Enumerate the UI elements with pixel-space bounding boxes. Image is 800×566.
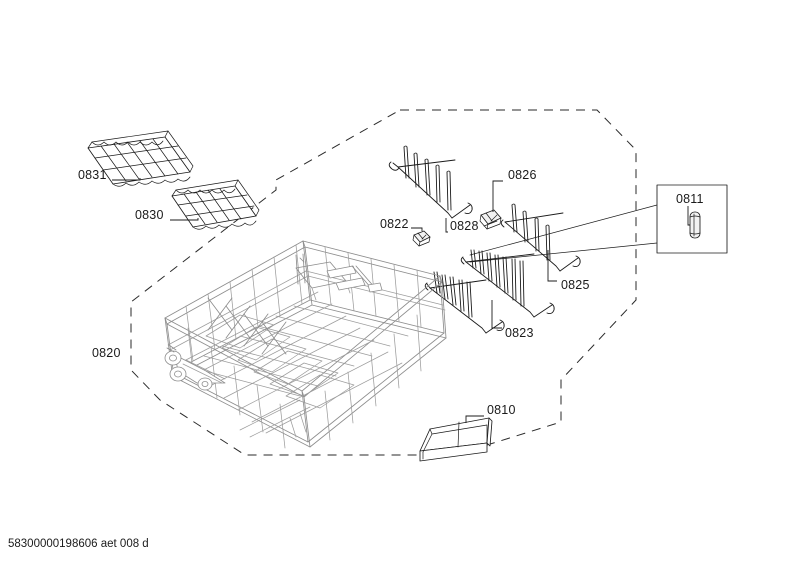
basket-roller-assembly bbox=[164, 344, 226, 391]
inset-callout-lines bbox=[469, 204, 658, 263]
leader-0831 bbox=[112, 178, 141, 181]
basket-floor-wires bbox=[205, 314, 355, 409]
folding-tine-rack-right bbox=[500, 203, 581, 272]
document-footer-code: 58300000198606 aet 008 d bbox=[8, 538, 149, 550]
label-0828: 0828 bbox=[450, 219, 479, 233]
folding-tine-rack-rear bbox=[388, 145, 473, 219]
folded-tine-rows bbox=[207, 297, 287, 355]
label-0825: 0825 bbox=[561, 278, 590, 292]
roller-pin-part bbox=[689, 211, 701, 239]
clip-small-left bbox=[412, 230, 431, 247]
leader-0823 bbox=[491, 300, 502, 329]
label-0823: 0823 bbox=[505, 326, 534, 340]
label-0822: 0822 bbox=[380, 217, 409, 231]
leader-0810 bbox=[465, 415, 484, 423]
leader-0822 bbox=[411, 227, 423, 231]
clip-small-right bbox=[479, 209, 502, 230]
assembly-dashed-outline bbox=[130, 109, 637, 456]
detail-box-0811 bbox=[656, 184, 728, 254]
leader-0825 bbox=[547, 250, 557, 282]
upper-basket-complete bbox=[164, 240, 447, 449]
label-0810: 0810 bbox=[487, 403, 516, 417]
label-0820: 0820 bbox=[92, 346, 121, 360]
folding-tine-rack-front bbox=[424, 249, 555, 334]
label-0811: 0811 bbox=[676, 192, 704, 206]
leader-0826 bbox=[492, 180, 503, 212]
cutlery-tray-small bbox=[419, 417, 493, 462]
leader-0828 bbox=[445, 218, 448, 233]
label-0826: 0826 bbox=[508, 168, 537, 182]
tine-comb-insert-long bbox=[87, 130, 194, 187]
label-0831: 0831 bbox=[78, 168, 107, 182]
label-0830: 0830 bbox=[135, 208, 164, 222]
tine-comb-insert-short bbox=[171, 179, 260, 230]
basket-back-fittings bbox=[295, 253, 383, 301]
leader-0830 bbox=[170, 218, 199, 221]
